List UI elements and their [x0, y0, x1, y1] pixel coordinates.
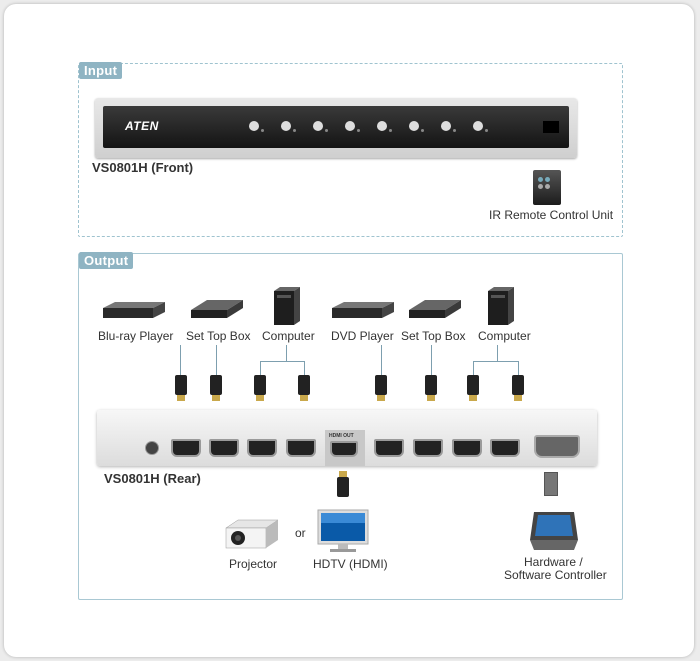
port-led-8 — [485, 129, 488, 132]
connector-line-3a — [260, 361, 261, 375]
hdmi-plug-icon — [337, 477, 349, 497]
connector-line-5 — [431, 345, 432, 375]
computer-icon — [274, 287, 300, 325]
hdtv-label: HDTV (HDMI) — [313, 557, 388, 571]
hdmi-input-port-1 — [171, 439, 201, 457]
source-label-2: Set Top Box — [186, 329, 251, 343]
hdmi-input-port-6 — [413, 439, 443, 457]
controller-icon — [530, 512, 578, 550]
hdmi-plug-icon — [467, 375, 479, 401]
aten-logo: ATEN — [125, 119, 159, 133]
hdmi-plug-icon — [254, 375, 266, 401]
port-button-6 — [409, 121, 419, 131]
connector-bracket-3 — [260, 361, 305, 362]
hdtv-icon — [317, 509, 369, 552]
connector-line-3b — [304, 361, 305, 375]
port-button-7 — [441, 121, 451, 131]
front-device-label: VS0801H (Front) — [92, 160, 194, 175]
serial-cable-icon — [544, 472, 558, 496]
hdmi-input-port-5 — [374, 439, 404, 457]
rs232-port — [534, 435, 580, 458]
hdmi-plug-icon — [298, 375, 310, 401]
input-panel — [78, 63, 623, 237]
port-button-3 — [313, 121, 323, 131]
input-section-title: Input — [79, 62, 123, 79]
hdmi-output-port — [330, 441, 358, 457]
or-label: or — [295, 526, 306, 540]
connector-line-6 — [497, 345, 498, 361]
hdmi-plug-icon — [175, 375, 187, 401]
set-top-box-icon — [191, 300, 243, 318]
connector-line-3 — [286, 345, 287, 361]
dvd-player-icon — [332, 302, 394, 318]
ir-remote-label: IR Remote Control Unit — [489, 208, 614, 222]
hdmi-plug-icon — [512, 375, 524, 401]
vs0801h-rear-device: HDMI OUT — [97, 410, 597, 466]
controller-label-line1: Hardware / — [524, 555, 583, 569]
port-led-7 — [453, 129, 456, 132]
output-panel — [78, 253, 623, 600]
hdmi-out-label: HDMI OUT — [329, 433, 354, 439]
port-led-4 — [357, 129, 360, 132]
connector-line-4 — [381, 345, 382, 375]
hdmi-input-port-3 — [247, 439, 277, 457]
connector-line-1 — [180, 345, 181, 375]
port-led-5 — [389, 129, 392, 132]
port-button-8 — [473, 121, 483, 131]
source-label-6: Computer — [478, 329, 531, 343]
rear-device-label: VS0801H (Rear) — [104, 471, 201, 486]
source-label-1: Blu-ray Player — [98, 329, 174, 343]
output-section-title: Output — [79, 252, 134, 269]
port-led-3 — [325, 129, 328, 132]
connector-line-6b — [518, 361, 519, 375]
connector-line-6a — [473, 361, 474, 375]
vs0801h-front-device: ATEN — [95, 98, 577, 158]
hdmi-plug-icon — [210, 375, 222, 401]
ir-remote-icon — [533, 170, 561, 205]
connector-bracket-6 — [473, 361, 519, 362]
port-led-1 — [261, 129, 264, 132]
computer-icon — [488, 287, 514, 325]
power-jack — [145, 441, 159, 455]
set-top-box-icon — [409, 300, 461, 318]
hdmi-input-port-4 — [286, 439, 316, 457]
source-label-3: Computer — [262, 329, 315, 343]
hdmi-plug-icon — [425, 375, 437, 401]
connector-line-2 — [216, 345, 217, 375]
bluray-player-icon — [103, 302, 165, 318]
source-label-4: DVD Player — [331, 329, 394, 343]
hdmi-plug-icon — [375, 375, 387, 401]
hdmi-input-port-7 — [452, 439, 482, 457]
port-button-1 — [249, 121, 259, 131]
port-led-6 — [421, 129, 424, 132]
port-led-2 — [293, 129, 296, 132]
hdmi-input-port-2 — [209, 439, 239, 457]
port-button-4 — [345, 121, 355, 131]
port-button-2 — [281, 121, 291, 131]
hdmi-input-port-8 — [490, 439, 520, 457]
projector-icon — [225, 519, 279, 549]
controller-label-line2: Software Controller — [504, 568, 607, 582]
projector-label: Projector — [229, 557, 278, 571]
port-button-5 — [377, 121, 387, 131]
source-label-5: Set Top Box — [401, 329, 466, 343]
ir-receiver-window — [543, 121, 559, 133]
front-panel-face: ATEN — [103, 106, 569, 148]
